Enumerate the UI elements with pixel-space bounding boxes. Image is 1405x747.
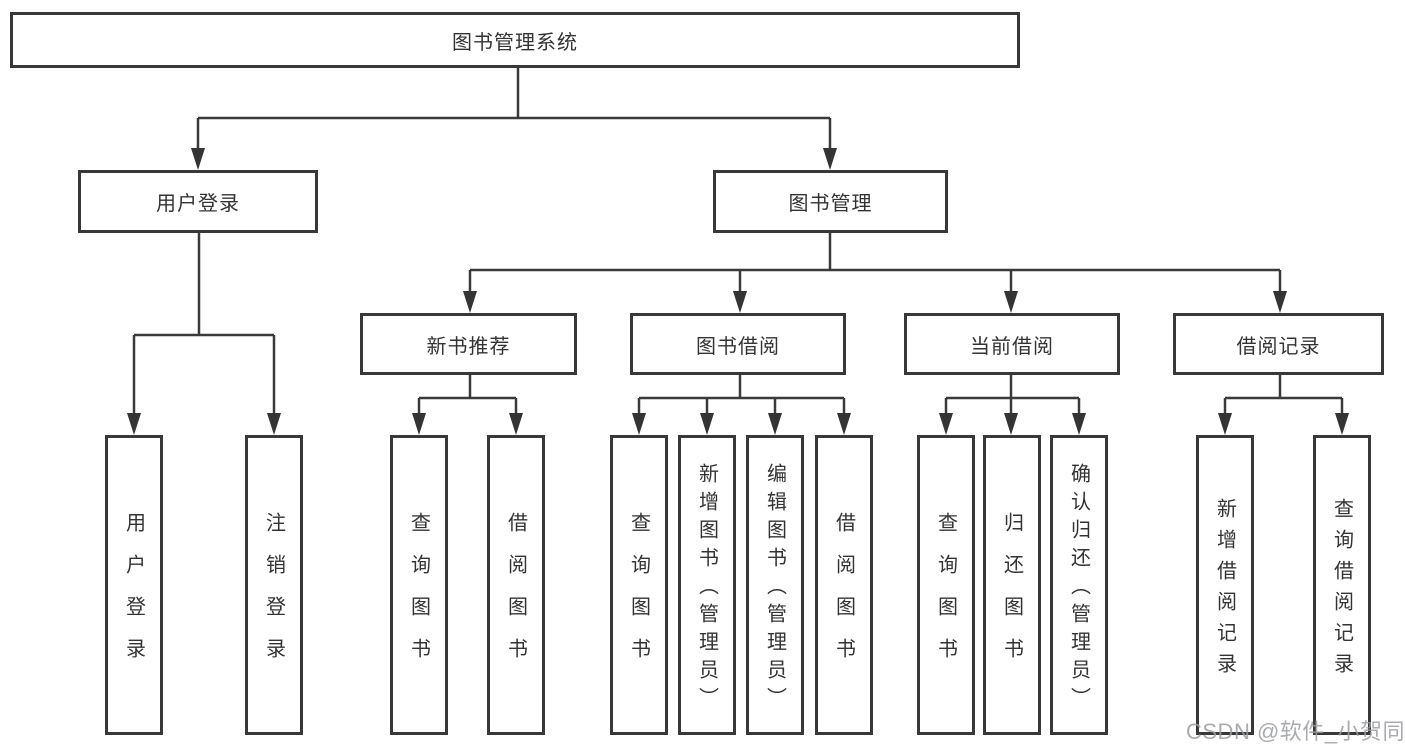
leaf-current-return-books: 归还图书: [983, 435, 1041, 735]
arrowhead: [509, 413, 523, 435]
node-label: 用户登录: [122, 512, 145, 680]
arrowhead: [412, 413, 426, 435]
leaf-records-add-record: 新增借阅记录: [1196, 435, 1254, 735]
arrowhead: [127, 413, 141, 435]
node-borrowing-records: 借阅记录: [1173, 313, 1384, 375]
arrowhead: [191, 148, 205, 170]
arrowhead: [1273, 291, 1287, 313]
node-library-management-system: 图书管理系统: [10, 12, 1020, 68]
arrowhead: [823, 148, 837, 170]
leaf-recommend-borrow-books: 借阅图书: [487, 435, 545, 735]
node-label: 图书管理: [788, 193, 873, 215]
node-label: 借阅图书: [832, 512, 855, 680]
leaf-borrowing-borrow-books: 借阅图书: [815, 435, 873, 735]
node-label: 确认归还（管理员）: [1067, 463, 1090, 715]
csdn-watermark: CSDN @软件_小贺同学: [1186, 719, 1405, 744]
leaf-logout: 注销登录: [245, 435, 303, 735]
arrowhead: [768, 413, 782, 435]
arrowhead: [1335, 413, 1349, 435]
user-login-connector: [127, 233, 281, 435]
node-label: 借阅记录: [1236, 335, 1321, 358]
arrowhead: [267, 413, 281, 435]
root-to-level2-connector: [191, 68, 837, 170]
node-label: 查询借阅记录: [1330, 497, 1353, 684]
leaf-user-login: 用户登录: [105, 435, 163, 735]
leaf-borrowing-query-books: 查询图书: [610, 435, 668, 735]
arrowhead: [1072, 413, 1086, 435]
node-label: 新增图书（管理员）: [695, 463, 718, 715]
node-label: 查询图书: [627, 512, 650, 680]
arrowhead: [1218, 413, 1232, 435]
node-label: 归还图书: [1000, 512, 1023, 680]
arrowhead: [733, 291, 747, 313]
leaf-current-confirm-return-admin: 确认归还（管理员）: [1050, 435, 1108, 735]
arrowhead: [1004, 413, 1018, 435]
new-book-recommend-connector: [412, 375, 523, 435]
node-book-borrowing: 图书借阅: [630, 313, 846, 375]
node-user-login: 用户登录: [78, 170, 318, 233]
node-label: 用户登录: [156, 193, 240, 215]
node-label: 图书管理系统: [452, 31, 578, 54]
node-current-borrowing: 当前借阅: [904, 313, 1120, 375]
borrowing-records-connector: [1218, 375, 1349, 435]
node-label: 注销登录: [262, 512, 285, 680]
node-label: 图书借阅: [696, 335, 780, 358]
arrowhead: [632, 413, 646, 435]
node-label: 编辑图书（管理员）: [763, 463, 786, 715]
node-label: 当前借阅: [970, 335, 1054, 358]
arrowhead: [1004, 291, 1018, 313]
leaf-recommend-query-books: 查询图书: [390, 435, 448, 735]
book-borrowing-connector: [632, 375, 851, 435]
arrowhead: [837, 413, 851, 435]
leaf-borrowing-add-books-admin: 新增图书（管理员）: [678, 435, 736, 735]
arrowhead: [700, 413, 714, 435]
node-label: 借阅图书: [504, 512, 527, 680]
leaf-records-query-record: 查询借阅记录: [1313, 435, 1371, 735]
leaf-current-query-books: 查询图书: [917, 435, 975, 735]
node-book-management: 图书管理: [713, 170, 948, 233]
arrowhead: [463, 291, 477, 313]
node-label: 新增借阅记录: [1213, 497, 1236, 684]
node-label: 新书推荐: [426, 335, 511, 358]
node-label: 查询图书: [407, 512, 430, 680]
current-borrowing-connector: [939, 375, 1086, 435]
node-new-book-recommend: 新书推荐: [360, 313, 577, 375]
node-label: 查询图书: [934, 512, 957, 680]
book-management-connector: [463, 233, 1287, 313]
arrowhead: [939, 413, 953, 435]
leaf-borrowing-edit-books-admin: 编辑图书（管理员）: [746, 435, 804, 735]
